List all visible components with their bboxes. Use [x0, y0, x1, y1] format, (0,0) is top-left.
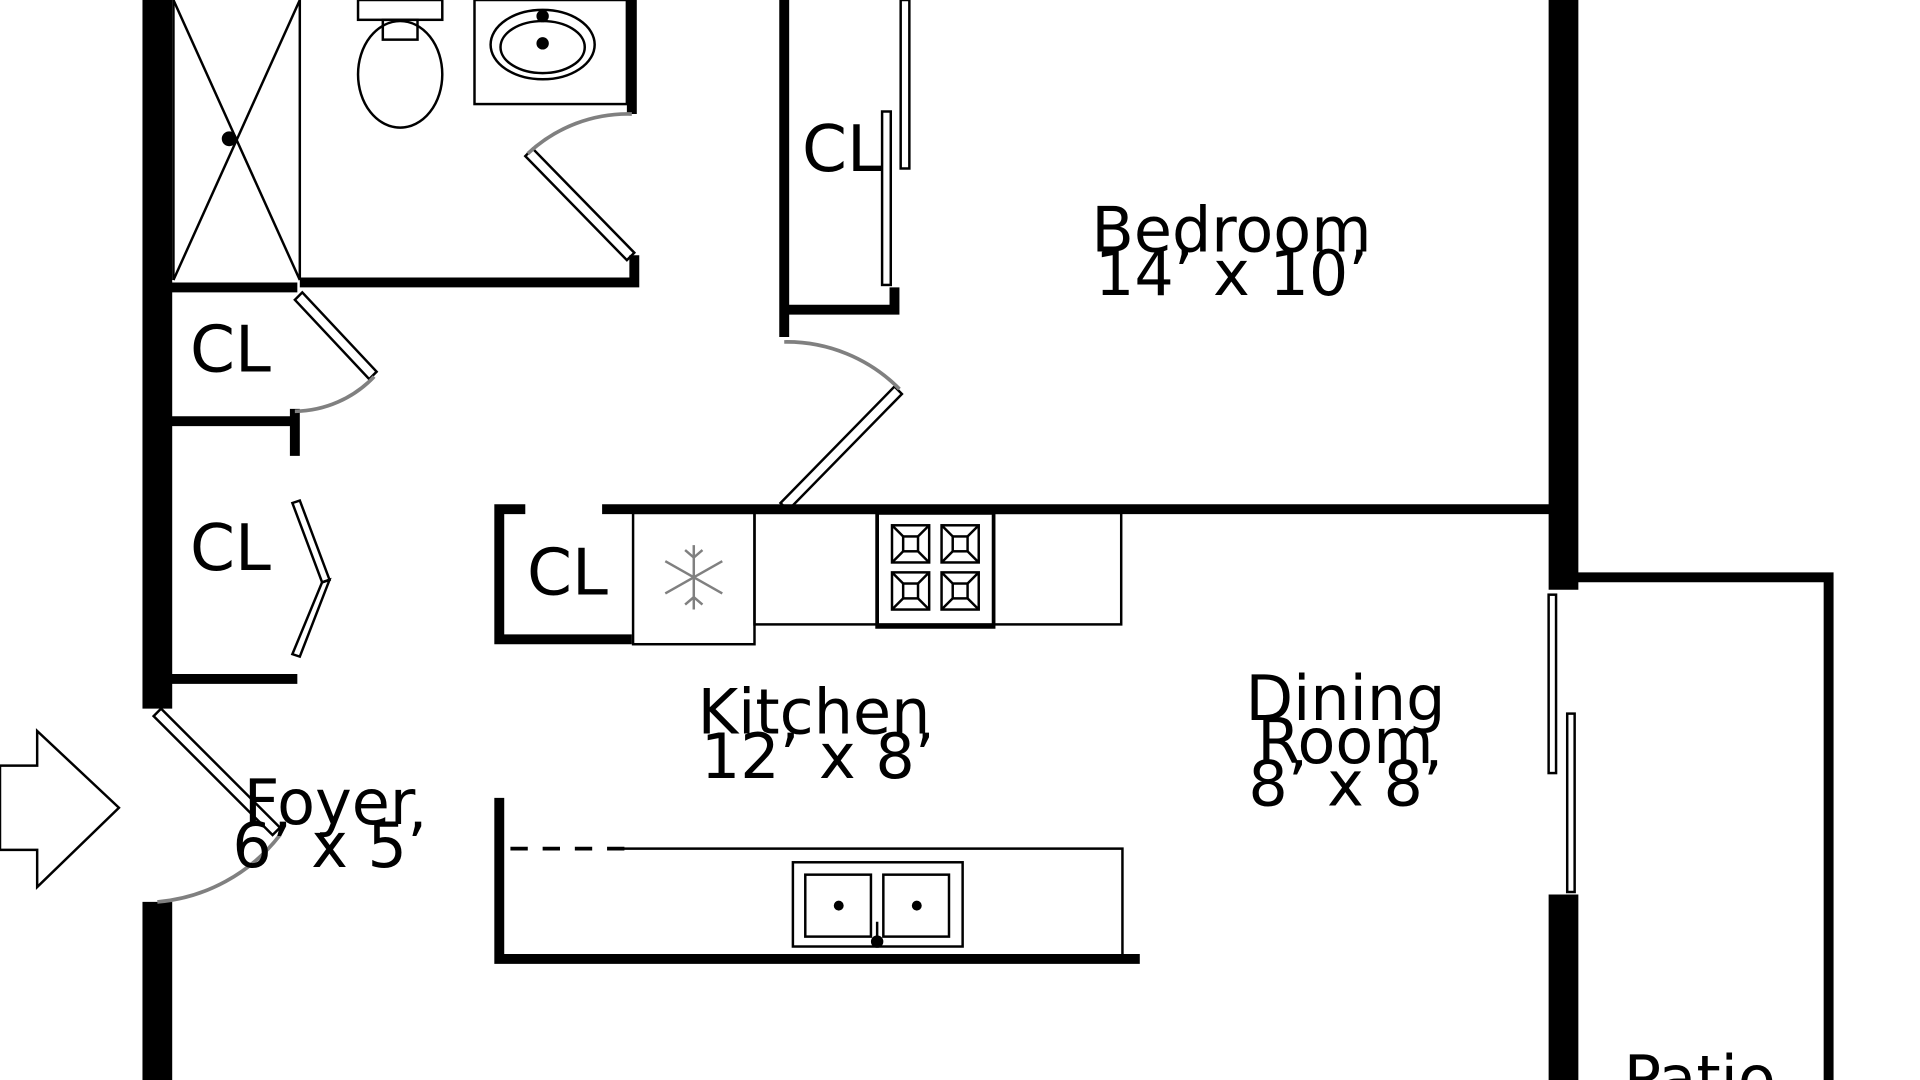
bedroom-window: [1552, 78, 1575, 393]
hall-closet-lower-bifold-door: [290, 498, 332, 659]
hall-closet-upper-door: [293, 290, 379, 414]
foyer-label: Foyer: [244, 767, 416, 839]
patio-label: Patio: [1624, 1043, 1776, 1080]
kitchen-dimensions: 12’ x 8’: [701, 721, 935, 793]
bedroom-closet-label: CL: [802, 112, 883, 187]
interior-walls: [169, 0, 1834, 1080]
entry-door: [151, 706, 282, 904]
shower: [172, 0, 302, 281]
kitchen-counter: [753, 511, 1123, 626]
kitchen-label: Kitchen: [698, 676, 931, 748]
dining-room-label-line2: Room: [1257, 706, 1433, 778]
bathroom-door: [523, 112, 637, 262]
bedroom-label: Bedroom: [1091, 194, 1371, 266]
bedroom-dimensions: 14’ x 10’: [1095, 238, 1368, 310]
hall-closet-lower-label: CL: [190, 511, 271, 586]
dining-room-dimensions: 8’ x 8’: [1248, 748, 1442, 820]
foyer-dimensions: 6’ x 5’: [232, 810, 426, 882]
bedroom-door: [778, 340, 904, 513]
toilet: [356, 0, 444, 129]
kitchen-island: [510, 846, 1124, 959]
bathroom-sink: [473, 0, 629, 106]
dining-room-label-line1: Dining: [1245, 663, 1445, 735]
kitchen-closet-label: CL: [527, 536, 608, 611]
hall-closet-upper-label: CL: [190, 313, 271, 388]
bedroom-closet-sliding-door: [880, 0, 911, 287]
entry-arrow-icon: [0, 728, 121, 890]
patio-sliding-door: [1547, 593, 1576, 894]
refrigerator: [631, 511, 756, 646]
kitchen-sink: [791, 861, 964, 948]
stove: [875, 511, 996, 629]
